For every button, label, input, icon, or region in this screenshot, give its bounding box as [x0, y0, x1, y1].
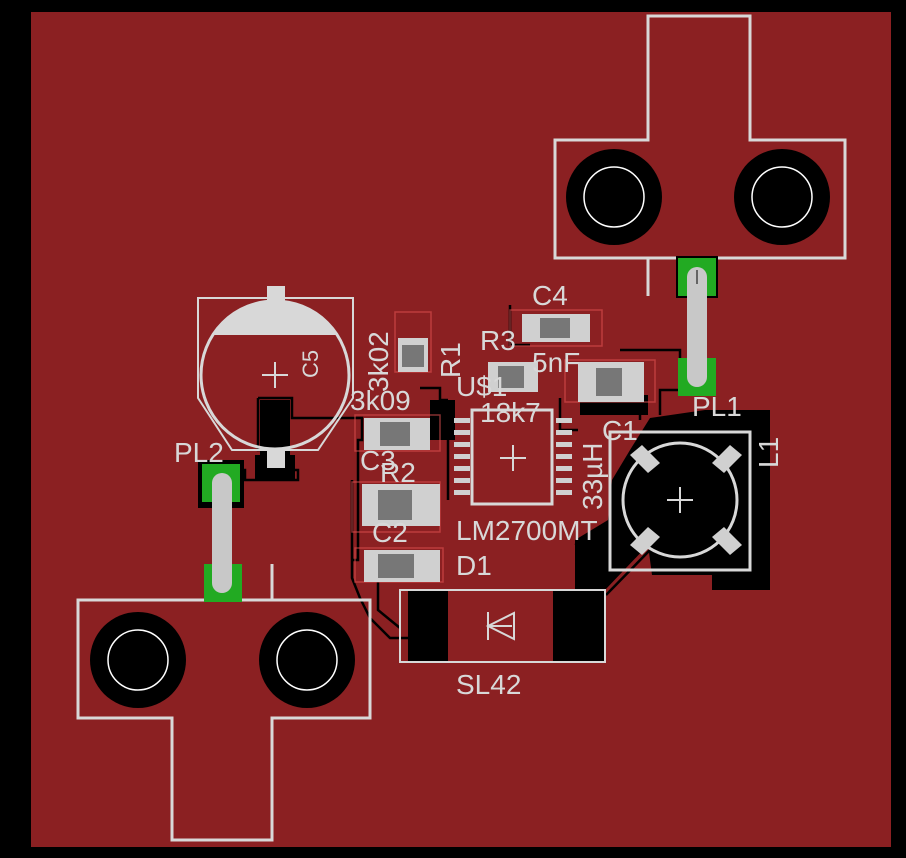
mounting-hole-3: [90, 612, 186, 708]
mounting-hole-1: [566, 149, 662, 245]
label-r3-value: 18k7: [480, 397, 541, 428]
c5-capacitor: [197, 286, 354, 468]
l1-inductor: [608, 430, 752, 572]
label-r2-value: 3k09: [350, 385, 411, 416]
pl2-header: [198, 460, 244, 602]
d1-diode: [399, 589, 606, 663]
connector-top: [553, 14, 847, 296]
smd-r2: [351, 481, 441, 533]
pl1-header: [676, 256, 718, 396]
smd-c4: [509, 309, 603, 347]
label-r1-value: 3k02: [363, 331, 394, 392]
label-pl1: PL1: [692, 391, 742, 422]
label-c4: C4: [532, 280, 568, 311]
connector-bottom: [76, 564, 372, 842]
mounting-hole-4: [259, 612, 355, 708]
label-d1-value: SL42: [456, 669, 521, 700]
u1-ic: [454, 408, 572, 506]
smd-r3: [488, 362, 538, 392]
smd-r2a: [354, 414, 441, 452]
silkscreen-labels: C4 R3 5nF R1 3k02 3k09 U$1 18k7 C1 PL1 L…: [174, 280, 784, 700]
label-r1: R1: [435, 342, 466, 378]
label-c4-value: 5nF: [532, 347, 580, 378]
label-c2: C2: [372, 517, 408, 548]
label-pl2: PL2: [174, 437, 224, 468]
label-c5: C5: [298, 350, 323, 378]
label-d1: D1: [456, 550, 492, 581]
mounting-hole-2: [734, 149, 830, 245]
smd-c1: [564, 359, 656, 403]
label-c1: C1: [602, 415, 638, 446]
label-u1: U$1: [456, 371, 507, 402]
label-u1-value: LM2700MT: [456, 515, 598, 546]
label-r2: R2: [380, 457, 416, 488]
smd-r1: [394, 311, 432, 373]
label-l1: L1: [753, 437, 784, 468]
label-l1-value: 33µH: [577, 443, 608, 511]
smd-c2: [354, 547, 444, 583]
label-c3: C3: [360, 445, 396, 476]
label-r3: R3: [480, 325, 516, 356]
